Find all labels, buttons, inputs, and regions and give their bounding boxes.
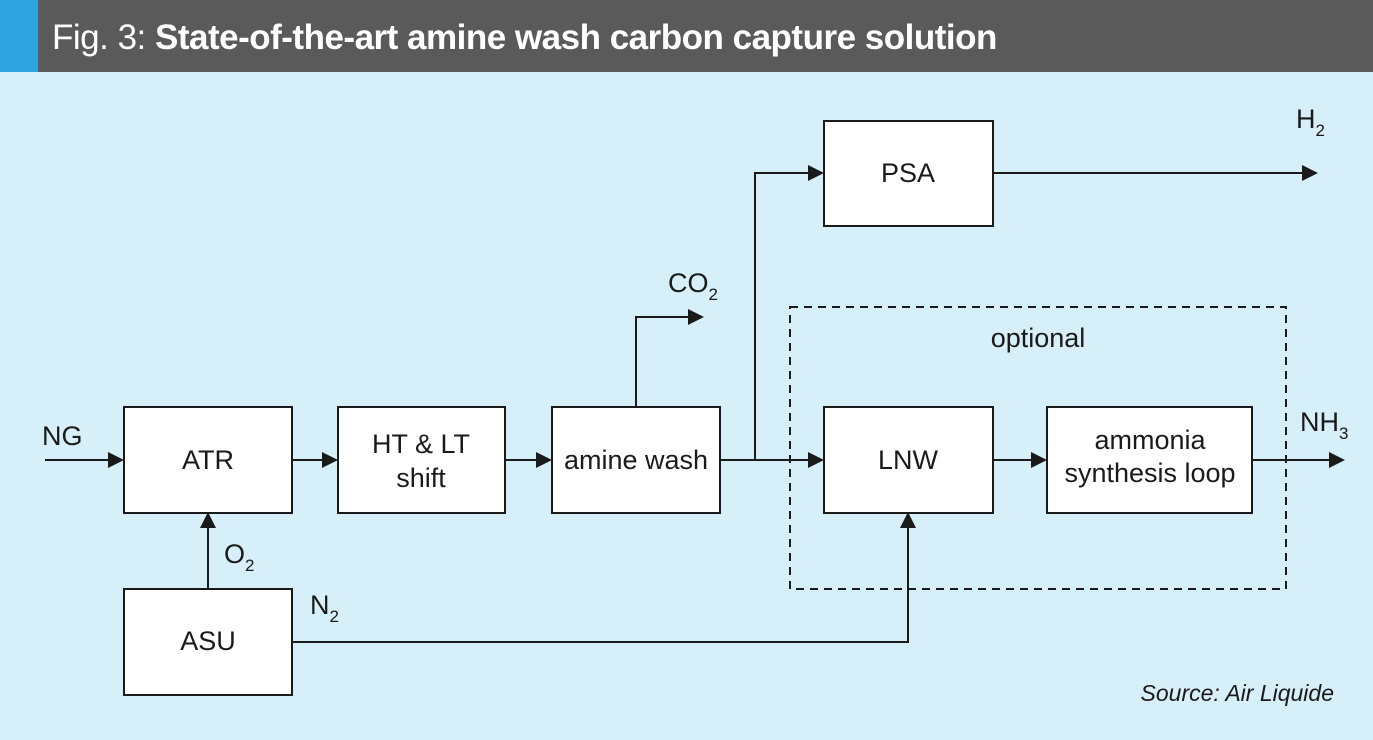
ammonia-arrow-head <box>1031 452 1047 468</box>
nh3-label: NH3 <box>1300 407 1348 443</box>
n2-label-base: N <box>310 590 330 620</box>
co2-label: CO2 <box>668 268 718 304</box>
figure-title: Fig. 3: State-of-the-art amine wash carb… <box>52 0 997 72</box>
amine-wash-label: amine wash <box>564 445 708 475</box>
h2-label-base: H <box>1296 104 1316 134</box>
o2-label-base: O <box>224 539 245 569</box>
shift-label-line1: HT & LT <box>372 429 470 459</box>
lnw-box <box>823 406 994 514</box>
atr-label: ATR <box>182 445 234 475</box>
co2-arrow-head <box>688 309 704 325</box>
shift-label-line2: shift <box>396 463 446 493</box>
h2-label-subscript: 2 <box>1316 121 1325 140</box>
co2-label-subscript: 2 <box>709 285 718 304</box>
n2-label-subscript: 2 <box>330 607 339 626</box>
ammonia-synthesis-box <box>1046 406 1253 514</box>
h2-label: H2 <box>1296 104 1325 140</box>
psa-label: PSA <box>881 158 935 188</box>
figure-number: Fig. 3: <box>52 18 146 57</box>
process-flow-diagram: ATR HT & LT shift amine wash PSA LNW amm… <box>42 104 1348 706</box>
source-credit: Source: Air Liquide <box>1141 680 1334 706</box>
psa-arrow-head <box>808 165 824 181</box>
lnw-arrow-head <box>808 452 824 468</box>
shift-box <box>337 406 506 514</box>
diagram-panel: ATR HT & LT shift amine wash PSA LNW amm… <box>0 72 1373 740</box>
n2-arrow-head <box>900 512 916 528</box>
figure-header: Fig. 3: State-of-the-art amine wash carb… <box>0 0 1373 72</box>
figure-title-text: State-of-the-art amine wash carbon captu… <box>155 18 997 57</box>
nh3-arrow-head <box>1329 452 1345 468</box>
ammonia-label-line1: ammonia <box>1094 425 1206 455</box>
o2-label-subscript: 2 <box>245 556 254 575</box>
lnw-label: LNW <box>878 445 939 475</box>
ng-arrow-head <box>108 452 124 468</box>
ammonia-label-line2: synthesis loop <box>1064 458 1235 488</box>
nh3-label-base: NH <box>1300 407 1339 437</box>
o2-arrow-head <box>200 512 216 528</box>
header-accent-bar <box>0 0 38 72</box>
h2-arrow-head <box>1302 165 1318 181</box>
co2-label-base: CO <box>668 268 709 298</box>
co2-vent-line <box>635 316 690 406</box>
n2-label: N2 <box>310 590 339 626</box>
asu-box <box>123 588 293 696</box>
amine-arrow-head <box>536 452 552 468</box>
o2-label: O2 <box>224 539 254 575</box>
ng-label: NG <box>42 421 83 451</box>
amine-to-psa-line <box>754 172 812 460</box>
nh3-label-subscript: 3 <box>1339 424 1348 443</box>
optional-region <box>789 306 1287 590</box>
amine-wash-box <box>551 406 721 514</box>
shift-arrow-head <box>322 452 338 468</box>
asu-label: ASU <box>180 626 236 656</box>
optional-label: optional <box>991 323 1086 353</box>
psa-box <box>823 120 994 227</box>
atr-box <box>123 406 293 514</box>
n2-line <box>292 526 909 643</box>
